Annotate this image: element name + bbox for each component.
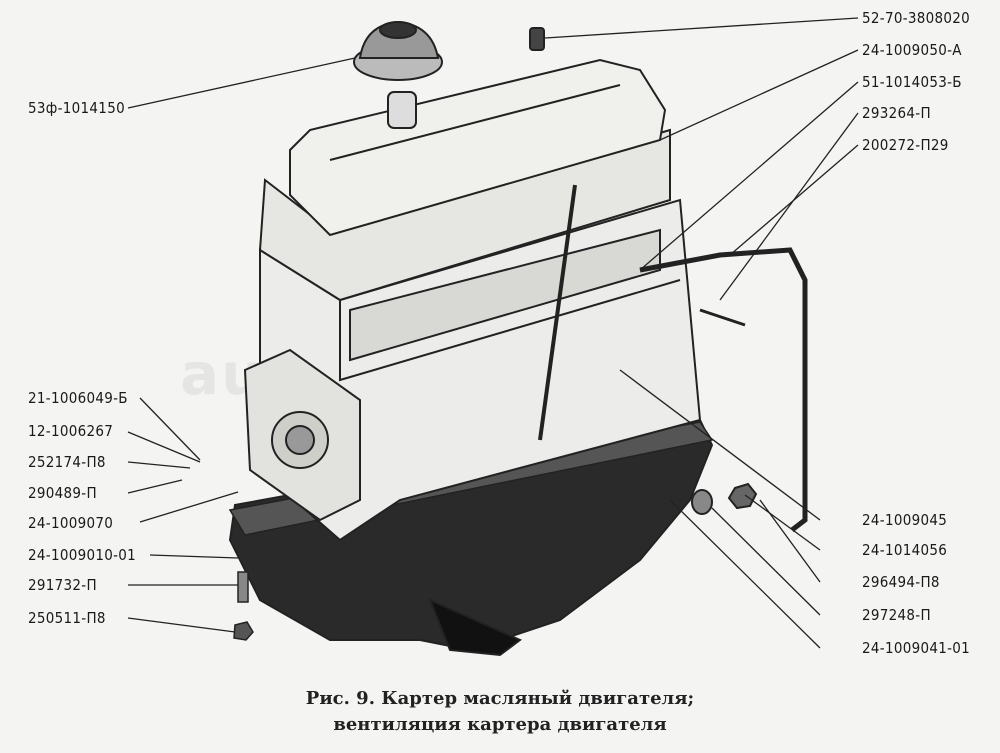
callout-left-2: 21-1006049-Б <box>28 389 128 407</box>
front-cover <box>243 348 361 522</box>
callout-right-8: 296494-П8 <box>862 573 940 591</box>
callout-right-4: 293264-П <box>862 104 931 122</box>
figure-caption-line1: Рис. 9. Картер масляный двигателя; <box>305 688 695 709</box>
filler-neck <box>387 91 417 129</box>
callout-left-3: 12-1006267 <box>28 422 114 440</box>
callout-left-1: 53ф-1014150 <box>28 99 125 117</box>
engine-block <box>259 198 702 542</box>
callout-left-9: 250511-П8 <box>28 609 106 627</box>
breather-pipe <box>639 247 808 532</box>
oil-filler-cap <box>353 20 443 81</box>
callout-right-2: 24-1009050-А <box>862 41 962 59</box>
leader-lines <box>127 17 859 649</box>
callout-right-7: 24-1014056 <box>862 541 948 559</box>
callout-right-9: 297248-П <box>862 606 931 624</box>
callout-right-6: 24-1009045 <box>862 511 948 529</box>
callout-left-5: 290489-П <box>28 484 97 502</box>
oil-pressure-sensor <box>529 27 545 51</box>
figure-caption-line2: вентиляция картера двигателя <box>333 714 667 735</box>
callout-left-7: 24-1009010-01 <box>28 546 137 564</box>
drain-plug <box>691 482 758 515</box>
stud-291732 <box>237 571 249 603</box>
callout-left-6: 24-1009070 <box>28 514 114 532</box>
callout-right-1: 52-70-3808020 <box>862 9 971 27</box>
callout-right-10: 24-1009041-01 <box>862 639 971 657</box>
callout-left-8: 291732-П <box>28 576 97 594</box>
callout-right-5: 200272-П29 <box>862 136 949 154</box>
nut-250511 <box>233 621 254 641</box>
dipstick <box>538 184 577 441</box>
callout-right-3: 51-1014053-Б <box>862 73 962 91</box>
callout-left-4: 252174-П8 <box>28 453 106 471</box>
bolt-293264 <box>699 308 746 327</box>
